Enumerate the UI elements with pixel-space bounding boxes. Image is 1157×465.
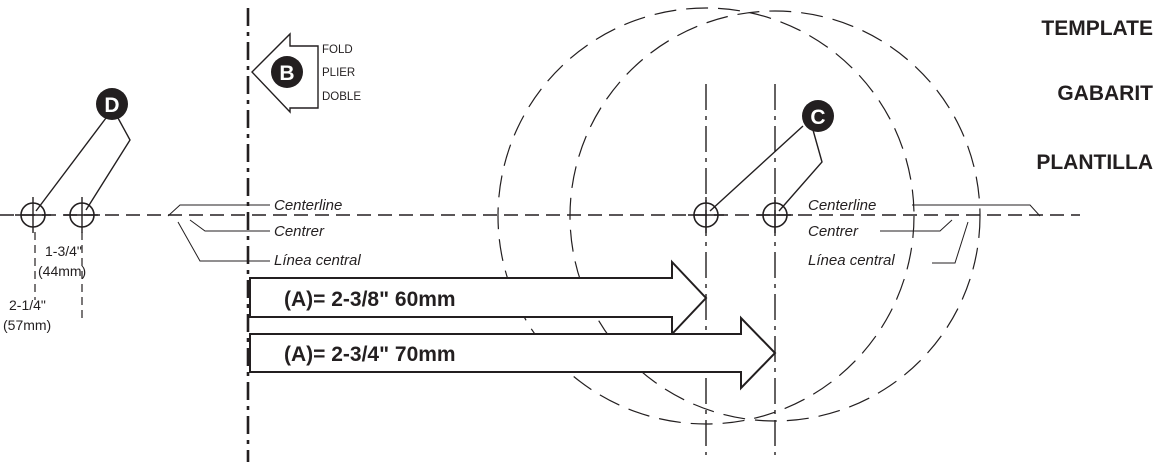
title-en: TEMPLATE	[1041, 17, 1153, 40]
arrow-70mm-label: (A)= 2-3/4" 70mm	[284, 343, 456, 366]
callout-d-label: D	[104, 94, 119, 117]
callout-c: C	[709, 100, 834, 212]
centerline-leaders-right: Centerline Centrer Línea central	[808, 197, 1041, 269]
fold-label-es: DOBLE	[322, 91, 361, 103]
title-fr: GABARIT	[1057, 82, 1153, 105]
centerline-left-es: Línea central	[274, 252, 361, 269]
arrow-70mm: (A)= 2-3/4" 70mm	[249, 315, 777, 391]
dim-large-metric: (57mm)	[3, 317, 51, 333]
centerline-right-es: Línea central	[808, 252, 895, 269]
arrow-60mm-label: (A)= 2-3/8" 60mm	[284, 288, 456, 311]
fold-marker: B FOLD PLIER DOBLE	[251, 32, 361, 114]
fold-label-fr: PLIER	[322, 67, 355, 79]
title-es: PLANTILLA	[1036, 151, 1153, 174]
dim-small-imperial: 1-3/4"	[45, 243, 82, 259]
centerline-right-en: Centerline	[808, 197, 876, 214]
hole-c-60mm	[688, 197, 724, 233]
dim-small-metric: (44mm)	[38, 263, 86, 279]
centerline-leaders-left: Centerline Centrer Línea central	[167, 197, 361, 269]
arrow-60mm: (A)= 2-3/8" 60mm	[249, 259, 708, 337]
callout-c-label: C	[810, 106, 825, 129]
centerline-left-en: Centerline	[274, 197, 342, 214]
fold-label-en: FOLD	[322, 44, 353, 56]
callout-d: D	[35, 88, 131, 212]
hole-c-70mm	[757, 197, 793, 233]
dim-large-imperial: 2-1/4"	[9, 297, 46, 313]
hole-d-right	[64, 197, 100, 233]
hole-d-left	[15, 197, 51, 233]
centerline-left-fr: Centrer	[274, 223, 325, 240]
centerline-right-fr: Centrer	[808, 223, 859, 240]
fold-badge: B	[279, 62, 294, 85]
